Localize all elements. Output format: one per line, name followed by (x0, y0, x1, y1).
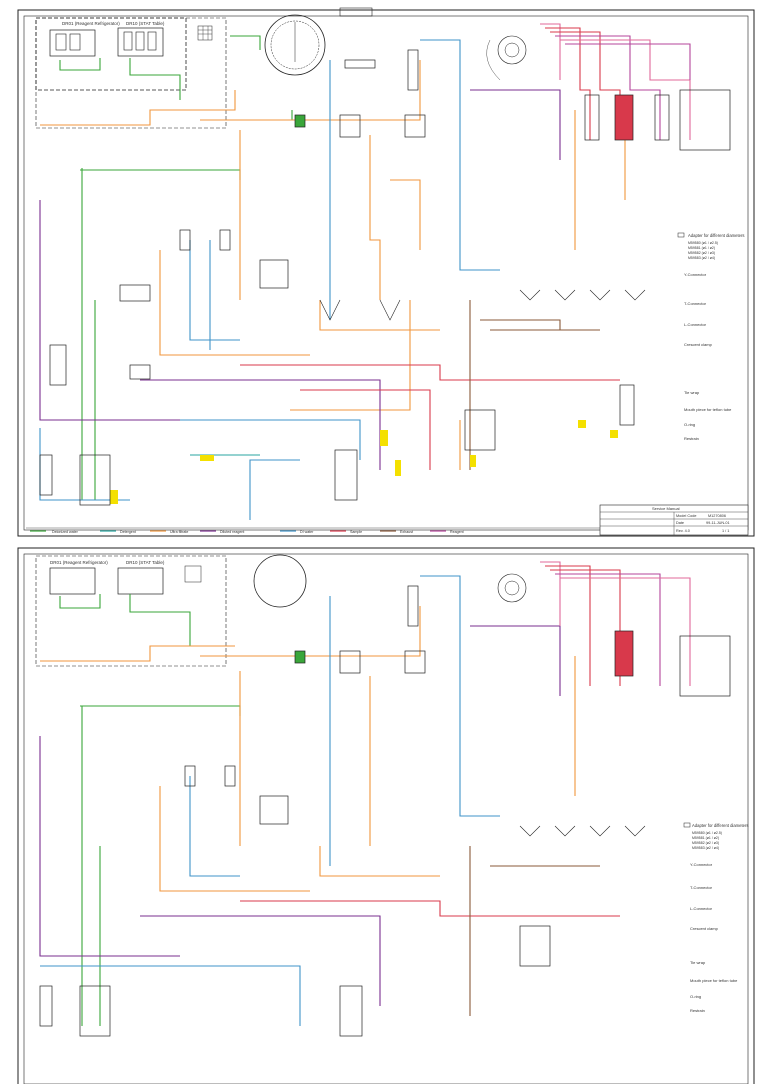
legend-adapter-item: M59582 (ø2 / ø3) (692, 841, 719, 845)
legend-mouth-piece: Mouth piece for teflon tube (690, 978, 738, 983)
legend-adapter-item: M59582 (ø2 / ø3) (688, 251, 715, 255)
sheet-inner-frame (23, 15, 749, 531)
legend-adapter-title: Adapter for different diameters (688, 233, 744, 238)
title-date-label: Date (676, 521, 684, 525)
legend-block: Adapter for different diameters M59580 (… (683, 822, 748, 1013)
legend-adapter-item: M59583 (ø2 / ø4) (692, 846, 719, 850)
probe-rotor (497, 35, 527, 65)
legend-tie-wrap: Tie wrap (690, 960, 706, 965)
legend-t-connector: T-Connector (690, 885, 713, 890)
refrigerator-region (35, 17, 187, 91)
reagent-pack-left (49, 29, 96, 57)
legend-l-connector: L-Connector (684, 322, 707, 327)
legend-l-connector: L-Connector (690, 906, 713, 911)
title-date: 99-11-JUN-01 (706, 521, 730, 525)
hydraulic-diagram-2: DR01 (Reagent Refrigerator) DR10 (STAT T… (17, 547, 755, 1084)
legend-adapter-item: M59583 (ø2 / ø4) (688, 256, 715, 260)
title-sheet: 1 / 1 (722, 529, 729, 533)
line-legend-item: DI water (300, 530, 314, 534)
sheet-inner-frame (23, 553, 749, 1084)
adapter-icon (677, 232, 685, 238)
upper-left-region (35, 555, 227, 667)
title-manual: Service Manual (652, 506, 680, 511)
legend-block: Adapter for different diameters M59580 (… (677, 232, 744, 441)
legend-tie-wrap: Tie wrap (684, 390, 700, 395)
reaction-disc (253, 554, 307, 608)
stat-table-label: DR10 (STAT Table) (126, 21, 165, 26)
line-legend-item: Deionized water (52, 530, 79, 534)
reagent-pack-left (49, 567, 96, 595)
legend-t-connector: T-Connector (684, 301, 707, 306)
sheet-frame (17, 9, 755, 537)
wash-station (464, 409, 496, 451)
legend-restrain: Restrain (684, 436, 699, 441)
legend-restrain: Restrain (690, 1008, 705, 1013)
legend-adapter-item: M59581 (ø1 / ø2) (692, 836, 719, 840)
line-legend: Deionized water Detergent Ultra filtrate… (26, 527, 600, 534)
stat-table-label: DR10 (STAT Table) (126, 560, 165, 565)
legend-adapter-item: M59581 (ø1 / ø2) (688, 246, 715, 250)
schematic-sheet-1: DR01 (Reagent Refrigerator) DR10 (STAT T… (0, 0, 768, 538)
title-rev: Rev. 4.0 (676, 529, 690, 533)
adapter-icon (683, 822, 691, 828)
legend-o-ring: O-ring (690, 994, 701, 999)
reagent-pack-right (117, 567, 164, 595)
reaction-disc (264, 14, 326, 76)
title-model-code-label: Model Code (676, 514, 696, 518)
legend-mouth-piece: Mouth piece for teflon tube (684, 407, 732, 412)
line-legend-item: Reagent (450, 530, 464, 534)
legend-crescent-clamp: Crescent clamp (684, 342, 713, 347)
sheet-tab (339, 7, 373, 17)
refrigerator-label: DR01 (Reagent Refrigerator) (62, 21, 120, 26)
hydraulic-diagram-1: DR01 (Reagent Refrigerator) DR10 (STAT T… (17, 7, 755, 537)
title-model-code: M1270806 (708, 514, 726, 518)
legend-adapter-item: M59580 (ø1 / ø2.5) (692, 831, 722, 835)
schematic-sheet-2: DR01 (Reagent Refrigerator) DR10 (STAT T… (0, 546, 768, 1084)
reagent-pack-right (117, 27, 164, 57)
legend-y-connector: Y-Connector (690, 862, 713, 867)
legend-adapter-item: M59580 (ø1 / ø2.5) (688, 241, 718, 245)
line-legend-item: Detergent (120, 530, 136, 534)
legend-crescent-clamp: Crescent clamp (690, 926, 719, 931)
water-tank (79, 454, 111, 506)
line-legend-item: Diluted reagent (220, 530, 244, 534)
probe-rotor (497, 573, 527, 603)
legend-adapter-title: Adapter for different diameters (692, 823, 748, 828)
legend-y-connector: Y-Connector (684, 272, 707, 277)
line-legend-item: Exhaust (400, 530, 413, 534)
line-legend-item: Ultra filtrate (170, 530, 188, 534)
title-block: Service Manual Model Code M1270806 Date … (599, 504, 749, 536)
upper-left-region (35, 17, 227, 129)
sheet-frame (17, 547, 755, 1084)
detergent-tank (334, 449, 358, 501)
grid-block (197, 25, 213, 41)
refrigerator-label: DR01 (Reagent Refrigerator) (50, 560, 108, 565)
legend-o-ring: O-ring (684, 422, 695, 427)
waste-bottle (39, 454, 53, 496)
line-legend-item: Sample (350, 530, 362, 534)
